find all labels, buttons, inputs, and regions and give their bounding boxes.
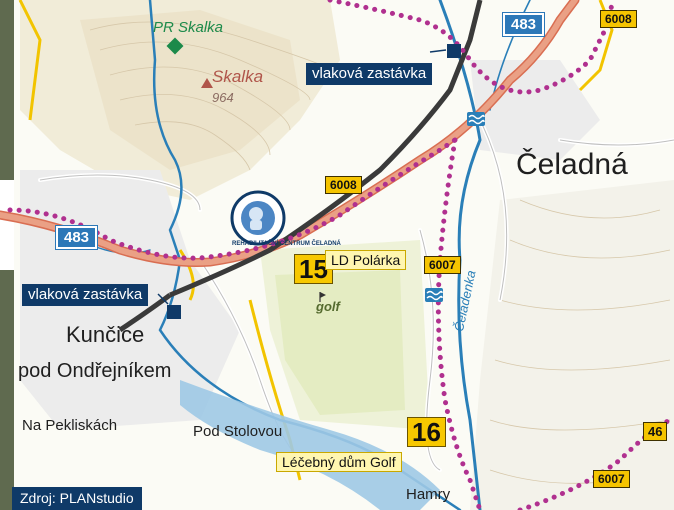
road-shield-6007-mid: 6007 xyxy=(424,256,461,274)
poi-15-label[interactable]: LD Polárka xyxy=(325,250,407,270)
place-kuncice: Kunčice xyxy=(66,322,145,347)
road-shield-6008-mid: 6008 xyxy=(325,176,362,194)
source-credit: Zdroj: PLANstudio xyxy=(12,487,142,510)
road-shield-6008-north: 6008 xyxy=(600,10,637,28)
place-celadna: Čeladná xyxy=(516,148,628,181)
elevation-label: 964 xyxy=(212,90,234,105)
reserve-label: PR Skalka xyxy=(153,19,224,36)
road-shield-6007-south: 6007 xyxy=(593,470,630,488)
station-label-west[interactable]: vlaková zastávka xyxy=(22,284,149,306)
poi-16-label[interactable]: Léčebný dům Golf xyxy=(276,452,402,472)
place-pod-stolovou: Pod Stolovou xyxy=(193,423,283,440)
place-pod-ondrejnikem: pod Ondřejníkem xyxy=(18,360,172,382)
road-shield-46: 46 xyxy=(643,422,668,441)
road-shield-483-west: 483 xyxy=(54,225,99,250)
road-shield-483-north: 483 xyxy=(501,12,546,37)
place-na-pekliskach: Na Pekliskách xyxy=(22,417,118,434)
poi-16-badge[interactable]: 16 xyxy=(407,417,446,447)
water-icon xyxy=(425,112,485,302)
rehab-centre-logo: REHABILITAČNÍ CENTRUM ČELADNÁ xyxy=(232,241,341,247)
peak-label: Skalka xyxy=(212,67,264,86)
golf-label: golf xyxy=(316,299,340,314)
station-label-north[interactable]: vlaková zastávka xyxy=(306,63,433,85)
place-hamry: Hamry xyxy=(406,486,451,503)
